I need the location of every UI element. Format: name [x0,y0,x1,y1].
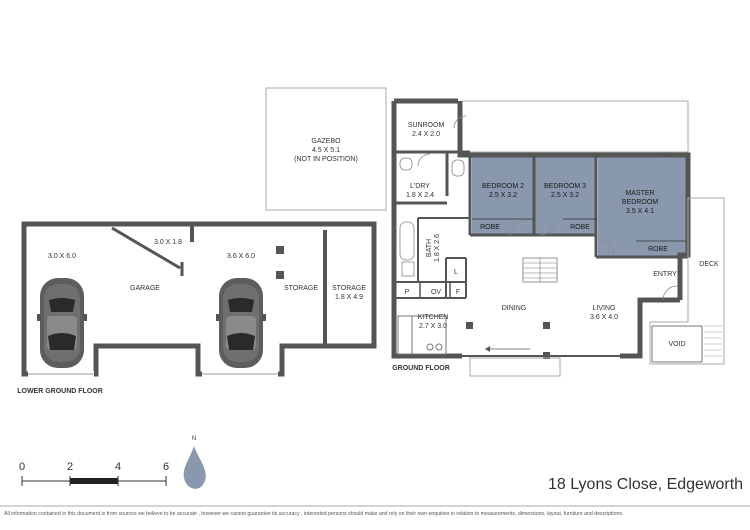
robe-label: ROBE [648,246,668,253]
living-dim: 3.6 X 4.0 [590,314,618,321]
bedroom3-fill [535,157,596,235]
entry-label: ENTRY [653,271,677,278]
robe-label: ROBE [480,224,500,231]
linen-label: L [454,269,458,276]
master-fill [598,157,686,257]
storage2-label: STORAGE [332,285,366,292]
scale-tick-6: 6 [163,461,169,473]
living-label: LIVING [593,305,616,312]
master-label: MASTER [625,190,654,197]
property-address: 18 Lyons Close, Edgeworth [548,476,744,493]
garage-left-dim: 3.0 X 6.0 [48,253,76,260]
dining-label: DINING [502,305,527,312]
robe-label: ROBE [570,224,590,231]
ground-floor: SUNROOM 2.4 X 2.0 L'DRY 1.8 X 2.4 BEDROO… [391,98,725,377]
bedroom2-fill [472,157,534,235]
compass-icon: N [183,436,206,489]
oven-label: OV [431,289,441,296]
bath-dim: 1.8 X 2.6 [434,234,441,262]
gazebo-note: (NOT IN POSITION) [294,156,358,163]
storage2-dim: 1.8 X 4.9 [335,294,363,301]
deck-steps [704,325,722,357]
ground-floor-title: GROUND FLOOR [392,365,450,372]
sunroom-dim: 2.4 X 2.0 [412,131,440,138]
void-label: VOID [668,341,685,348]
master-label-2: BEDROOM [622,199,658,206]
car-icon [37,278,87,368]
garage-right-dim: 3.6 X 6.0 [227,253,255,260]
disclaimer-text: All information contained in this docume… [4,511,624,517]
bedroom2-dim: 2.5 X 3.2 [489,192,517,199]
scale-tick-4: 4 [115,461,121,473]
car-icon [216,278,266,368]
ldry-dim: 1.8 X 2.4 [406,192,434,199]
ldry-label: L'DRY [410,183,430,190]
compass-label: N [192,436,196,442]
bedroom3-dim: 2.5 X 3.2 [551,192,579,199]
fridge-label: F [456,289,460,296]
scale-bar: 0 2 4 6 [19,461,169,486]
gazebo-label: GAZEBO [311,138,341,145]
sunroom-label: SUNROOM [408,122,445,129]
storage-label: STORAGE [284,285,318,292]
scale-tick-2: 2 [67,461,73,473]
master-dim: 3.5 X 4.1 [626,208,654,215]
pantry-label: P [405,289,410,296]
bedroom3-label: BEDROOM 3 [544,183,586,190]
gazebo: GAZEBO 4.5 X 5.1 (NOT IN POSITION) [265,87,387,211]
gazebo-dim: 4.5 X 5.1 [312,147,340,154]
stairs [522,257,558,283]
scale-tick-0: 0 [19,461,25,473]
lower-ground-floor: 3.0 X 6.0 3.0 X 1.8 GARAGE 3.6 X 6.0 STO… [17,221,377,395]
garage-label: GARAGE [130,285,160,292]
bedroom2-label: BEDROOM 2 [482,183,524,190]
deck-label: DECK [699,261,719,268]
kitchen-label: KITCHEN [418,314,449,321]
lower-floor-title: LOWER GROUND FLOOR [17,388,103,395]
kitchen-dim: 2.7 X 3.0 [419,323,447,330]
bath-label: BATH [426,239,433,257]
garage-mid-dim: 3.0 X 1.8 [154,239,182,246]
